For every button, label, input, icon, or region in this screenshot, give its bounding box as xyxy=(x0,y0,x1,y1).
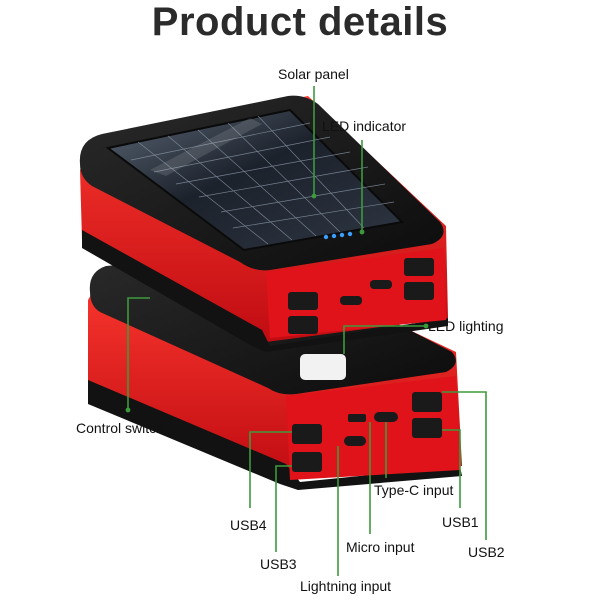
lightning-port xyxy=(344,436,366,446)
solar-panel xyxy=(105,108,405,252)
page-title: Product details xyxy=(151,0,449,44)
callout-lines xyxy=(127,86,487,576)
solar-grid xyxy=(130,115,395,245)
upper-type-c-port xyxy=(340,296,362,305)
led-lighting-callout xyxy=(343,325,426,354)
solar-panel-label: Solar panel xyxy=(278,66,349,82)
usb3-callout xyxy=(275,465,292,552)
upper-power-bank xyxy=(79,95,448,352)
callout-dots xyxy=(125,193,429,413)
lightning-input-label: Lightning input xyxy=(300,578,392,594)
usb1-callout xyxy=(442,429,461,508)
upper-usb-port-d xyxy=(404,282,434,300)
led-indicator-dots xyxy=(323,231,353,240)
led-lighting-label: LED lighting xyxy=(428,318,504,334)
usb4-port xyxy=(292,452,322,472)
usb2-port xyxy=(412,418,442,438)
upper-usb-port-b xyxy=(288,316,318,334)
usb3-port xyxy=(292,424,322,444)
control-switch-label: Control switch xyxy=(76,420,164,436)
usb1-port xyxy=(412,392,442,412)
usb3-label: USB3 xyxy=(260,556,297,572)
upper-port-panel xyxy=(266,248,446,338)
usb2-callout xyxy=(442,391,487,540)
micro-input-label: Micro input xyxy=(346,539,415,555)
led-indicator-label: LED indicator xyxy=(322,118,407,134)
usb1-label: USB1 xyxy=(442,514,479,530)
control-switch-callout xyxy=(127,297,150,410)
upper-usb-port-c xyxy=(404,258,434,276)
led-lighting-window xyxy=(300,354,346,380)
micro-port xyxy=(348,414,366,422)
usb2-label: USB2 xyxy=(468,544,505,560)
lower-bottom-bumper xyxy=(88,380,462,490)
usb4-label: USB4 xyxy=(230,517,267,533)
upper-usb-port-a xyxy=(288,292,318,310)
type-c-input-label: Type-C input xyxy=(374,482,454,498)
upper-lightning-port xyxy=(370,280,392,289)
type-c-port xyxy=(374,412,398,422)
solar-reflection xyxy=(150,118,262,176)
usb4-callout xyxy=(249,431,292,508)
